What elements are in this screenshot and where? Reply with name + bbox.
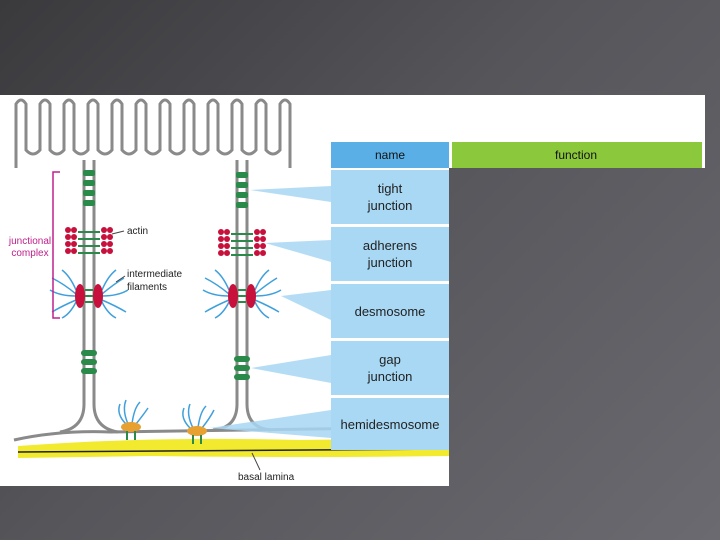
function-header-cell xyxy=(452,142,702,168)
row-label-adherens-1: adherens xyxy=(363,238,418,253)
row-cell-gap xyxy=(331,341,449,395)
intermediate-filaments-leader xyxy=(115,275,126,283)
hemidesmosome-2 xyxy=(182,403,215,444)
junctional-complex-label: junctional xyxy=(8,236,51,247)
row-cell-adherens xyxy=(331,227,449,281)
row-cell-desmosome xyxy=(331,284,449,338)
gap-junction-2 xyxy=(234,356,250,380)
desmosome-1 xyxy=(49,269,129,319)
desmosome-2 xyxy=(202,269,282,319)
tight-junction-1 xyxy=(83,170,95,206)
name-header: name xyxy=(375,148,405,162)
row-cell-tight xyxy=(331,170,449,224)
pointer-wedges xyxy=(210,186,331,438)
row-label-gap-1: gap xyxy=(379,352,401,367)
row-label-desmosome: desmosome xyxy=(355,304,426,319)
junctional-complex-label-2: complex xyxy=(11,248,48,259)
junctional-complex-bracket xyxy=(52,171,60,319)
actin-leader xyxy=(111,230,125,235)
name-header-cell xyxy=(331,142,449,168)
microvilli xyxy=(14,98,292,168)
row-label-tight-2: junction xyxy=(367,198,413,213)
basal-membrane-line xyxy=(13,425,450,442)
adherens-junction-1 xyxy=(65,227,113,254)
tight-junction-2 xyxy=(236,172,248,208)
actin-label: actin xyxy=(127,226,148,237)
adherens-junction-2 xyxy=(218,229,266,256)
basal-lamina-leader xyxy=(251,452,261,471)
row-label-gap-2: junction xyxy=(367,369,413,384)
intermediate-filaments-label: intermediate xyxy=(127,269,182,280)
row-label-adherens-2: junction xyxy=(367,255,413,270)
hemidesmosome-1 xyxy=(118,399,149,440)
gap-junction-1 xyxy=(81,350,97,374)
intermediate-filaments-label-2: filaments xyxy=(127,282,167,293)
row-label-tight-1: tight xyxy=(378,181,403,196)
lateral-membrane-1 xyxy=(59,160,119,434)
function-header: function xyxy=(555,148,597,162)
row-label-hemidesmosome: hemidesmosome xyxy=(341,417,440,432)
basal-lamina-label: basal lamina xyxy=(238,472,295,483)
row-cell-hemidesmosome xyxy=(331,398,449,450)
